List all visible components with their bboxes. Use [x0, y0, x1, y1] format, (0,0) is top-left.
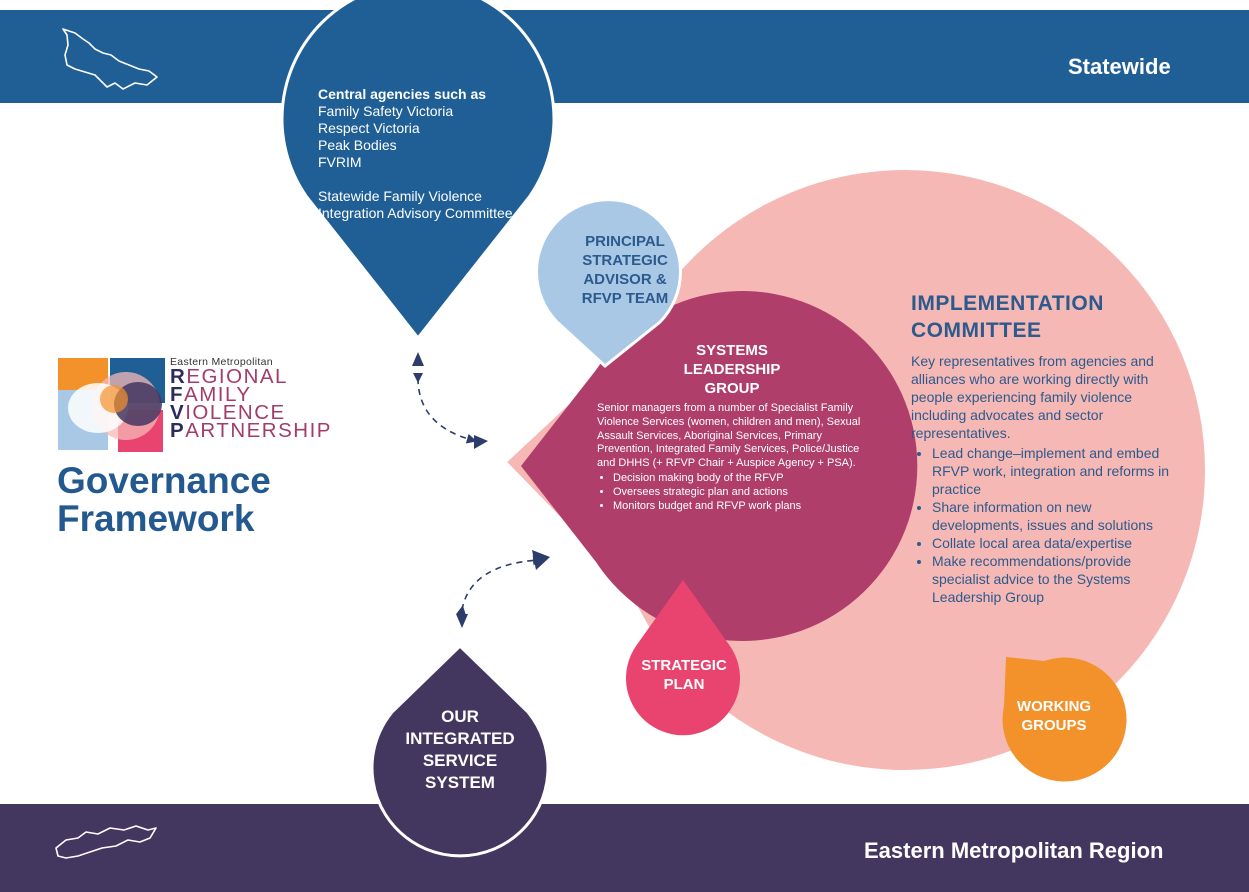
- systems-description: Senior managers from a number of Special…: [597, 402, 861, 470]
- central-agencies-drop: [280, 0, 556, 341]
- region-band: Eastern Metropolitan Region: [0, 804, 1249, 892]
- title-line: Governance: [57, 460, 271, 501]
- working-groups-line: GROUPS: [1021, 717, 1087, 734]
- central-item: Peak Bodies: [318, 137, 397, 153]
- page-title: Governance Framework: [57, 462, 271, 538]
- principal-line: PRINCIPAL: [585, 233, 665, 250]
- implementation-title-line: COMMITTEE: [911, 319, 1042, 342]
- implementation-title-line: IMPLEMENTATION: [911, 292, 1104, 315]
- strategic-plan-line: STRATEGIC: [641, 657, 727, 674]
- rfvp-logo-text: Eastern Metropolitan REGIONAL FAMILY VIO…: [170, 356, 332, 442]
- systems-title-line: SYSTEMS: [696, 342, 768, 359]
- region-label: Eastern Metropolitan Region: [864, 838, 1164, 863]
- logo-subtitle: Eastern Metropolitan: [170, 356, 273, 368]
- working-groups-drop: [1002, 657, 1127, 782]
- systems-title-line: GROUP: [704, 380, 760, 397]
- logo-line-partnership: PARTNERSHIP: [170, 419, 332, 442]
- integrated-line: INTEGRATED: [405, 729, 515, 748]
- statewide-band: Statewide: [0, 10, 1249, 103]
- integrated-line: SERVICE: [422, 751, 498, 770]
- systems-leadership-body: Senior managers from a number of Special…: [597, 402, 875, 513]
- rfvp-logo-graphic: [58, 358, 165, 452]
- systems-leadership-title: SYSTEMS LEADERSHIP GROUP: [662, 341, 802, 398]
- principal-line: STRATEGIC: [582, 252, 668, 269]
- principal-line: ADVISOR &: [583, 271, 667, 288]
- implementation-description: Key representatives from agencies and al…: [911, 353, 1154, 441]
- logo-line-violence: VIOLENCE: [170, 401, 286, 424]
- central-committee-line: Integration Advisory Committee: [318, 205, 513, 221]
- principal-advisor-drop: [535, 198, 682, 368]
- strategic-plan-line: PLAN: [663, 676, 705, 693]
- integrated-system-drop: [370, 643, 550, 858]
- implementation-bullet: Share information on new developments, i…: [932, 498, 1179, 534]
- implementation-bullet: Collate local area data/expertise: [932, 534, 1179, 552]
- logo-line-regional: REGIONAL: [170, 365, 288, 388]
- strategic-plan-drop: [626, 580, 740, 736]
- statewide-label: Statewide: [1068, 54, 1171, 79]
- central-item: Family Safety Victoria: [318, 103, 454, 119]
- implementation-committee-title: IMPLEMENTATION COMMITTEE: [911, 290, 1171, 344]
- implementation-bullets: Lead change–implement and embed RFVP wor…: [911, 444, 1179, 606]
- central-committee-line: Statewide Family Violence: [318, 188, 482, 204]
- central-heading: Central agencies such as: [318, 86, 487, 102]
- arrow-integrated-systems: [456, 555, 543, 616]
- principal-advisor-label: PRINCIPAL STRATEGIC ADVISOR & RFVP TEAM: [560, 232, 690, 308]
- central-item: FVRIM: [318, 154, 362, 170]
- strategic-plan-label: STRATEGIC PLAN: [626, 656, 742, 694]
- systems-bullets: Decision making body of the RFVP Oversee…: [597, 472, 875, 513]
- implementation-bullet: Lead change–implement and embed RFVP wor…: [932, 444, 1179, 498]
- systems-leadership-drop: [521, 291, 918, 641]
- title-line: Framework: [57, 498, 255, 539]
- integrated-line: OUR: [441, 707, 479, 726]
- logo-line-family: FAMILY: [170, 383, 252, 406]
- implementation-bullet: Make recommendations/provide specialist …: [932, 552, 1179, 606]
- working-groups-line: WORKING: [1016, 698, 1092, 715]
- systems-bullet: Oversees strategic plan and actions: [613, 486, 875, 500]
- systems-title-line: LEADERSHIP: [683, 361, 781, 378]
- central-item: Respect Victoria: [318, 120, 420, 136]
- implementation-committee-body: Key representatives from agencies and al…: [911, 352, 1179, 606]
- systems-bullet: Monitors budget and RFVP work plans: [613, 500, 875, 514]
- eastern-region-map-icon: [55, 825, 157, 859]
- integrated-system-label: OUR INTEGRATED SERVICE SYSTEM: [385, 706, 535, 794]
- principal-line: RFVP TEAM: [581, 290, 669, 307]
- central-agencies-text: Central agencies such as Family Safety V…: [318, 86, 533, 222]
- arrow-central-systems: [412, 372, 477, 444]
- victoria-map-icon: [62, 28, 158, 90]
- integrated-line: SYSTEM: [425, 773, 495, 792]
- working-groups-label: WORKING GROUPS: [1000, 697, 1108, 735]
- systems-bullet: Decision making body of the RFVP: [613, 472, 875, 486]
